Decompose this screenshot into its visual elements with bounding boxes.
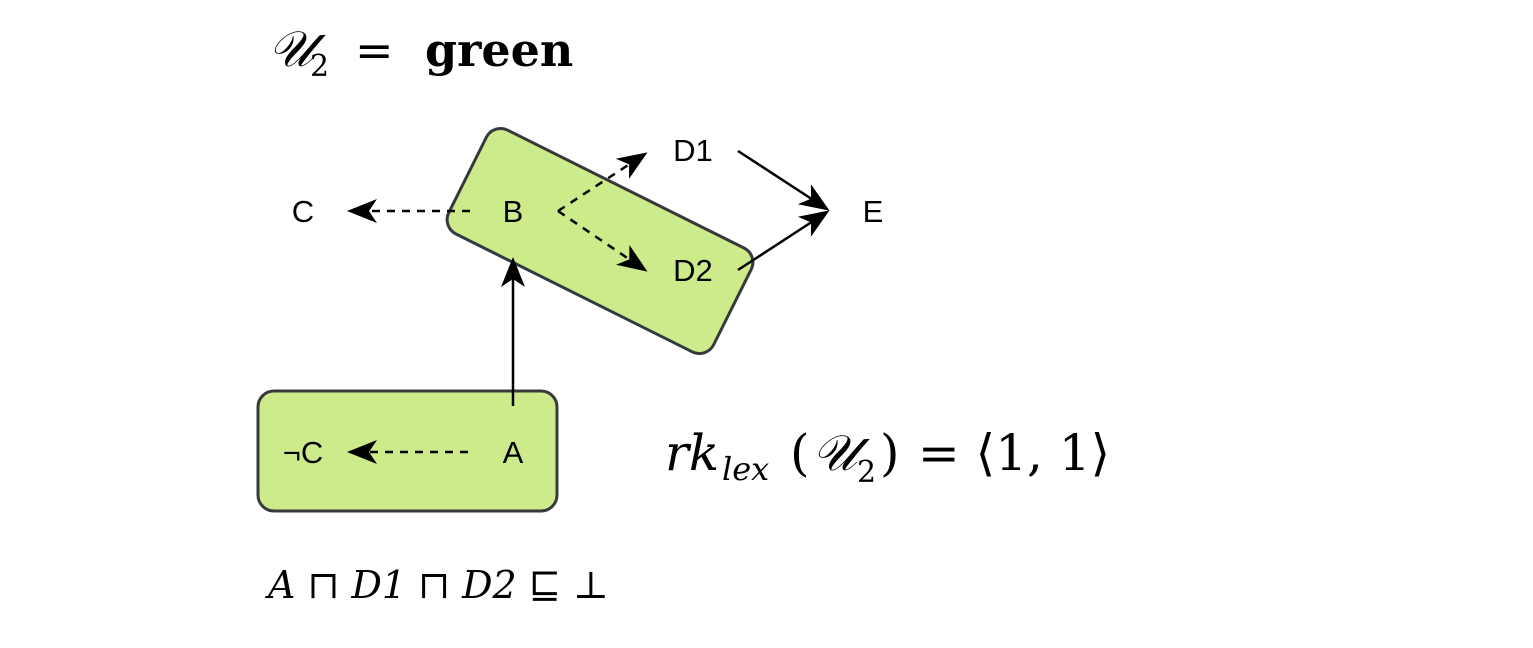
rank-formula: rk lex ( 𝒰 2 ) = ⟨1, 1⟩ [665, 424, 1110, 490]
node-d2: D2 [673, 253, 713, 288]
group-box-b-d2 [445, 127, 755, 355]
axiom-formula: A ⊓ D1 ⊓ D2 ⊑ ⊥ [265, 563, 609, 607]
edge-d1-to-e [737, 149, 830, 211]
diagram-title: 𝒰 2 = green [268, 20, 573, 84]
title-subscript: 2 [310, 49, 329, 84]
rank-symbol-subscript: 2 [857, 455, 876, 490]
title-word: green [425, 23, 573, 77]
edge-d2-to-e [737, 210, 830, 272]
node-d1: D1 [673, 133, 713, 168]
node-b: B [503, 194, 524, 229]
node-c: C [292, 194, 314, 229]
rank-rk: rk [665, 424, 719, 482]
edge-b-to-d1 [557, 152, 648, 213]
rank-open-paren: ( [790, 424, 810, 482]
rank-close-paren: ) [880, 424, 900, 482]
title-equals: = [355, 23, 394, 77]
edge-b-to-d2 [557, 209, 648, 272]
rank-subscript: lex [722, 450, 769, 488]
rank-value: = ⟨1, 1⟩ [902, 424, 1110, 482]
node-not-c: ¬C [283, 435, 324, 470]
node-a: A [503, 435, 524, 470]
node-e: E [863, 194, 884, 229]
